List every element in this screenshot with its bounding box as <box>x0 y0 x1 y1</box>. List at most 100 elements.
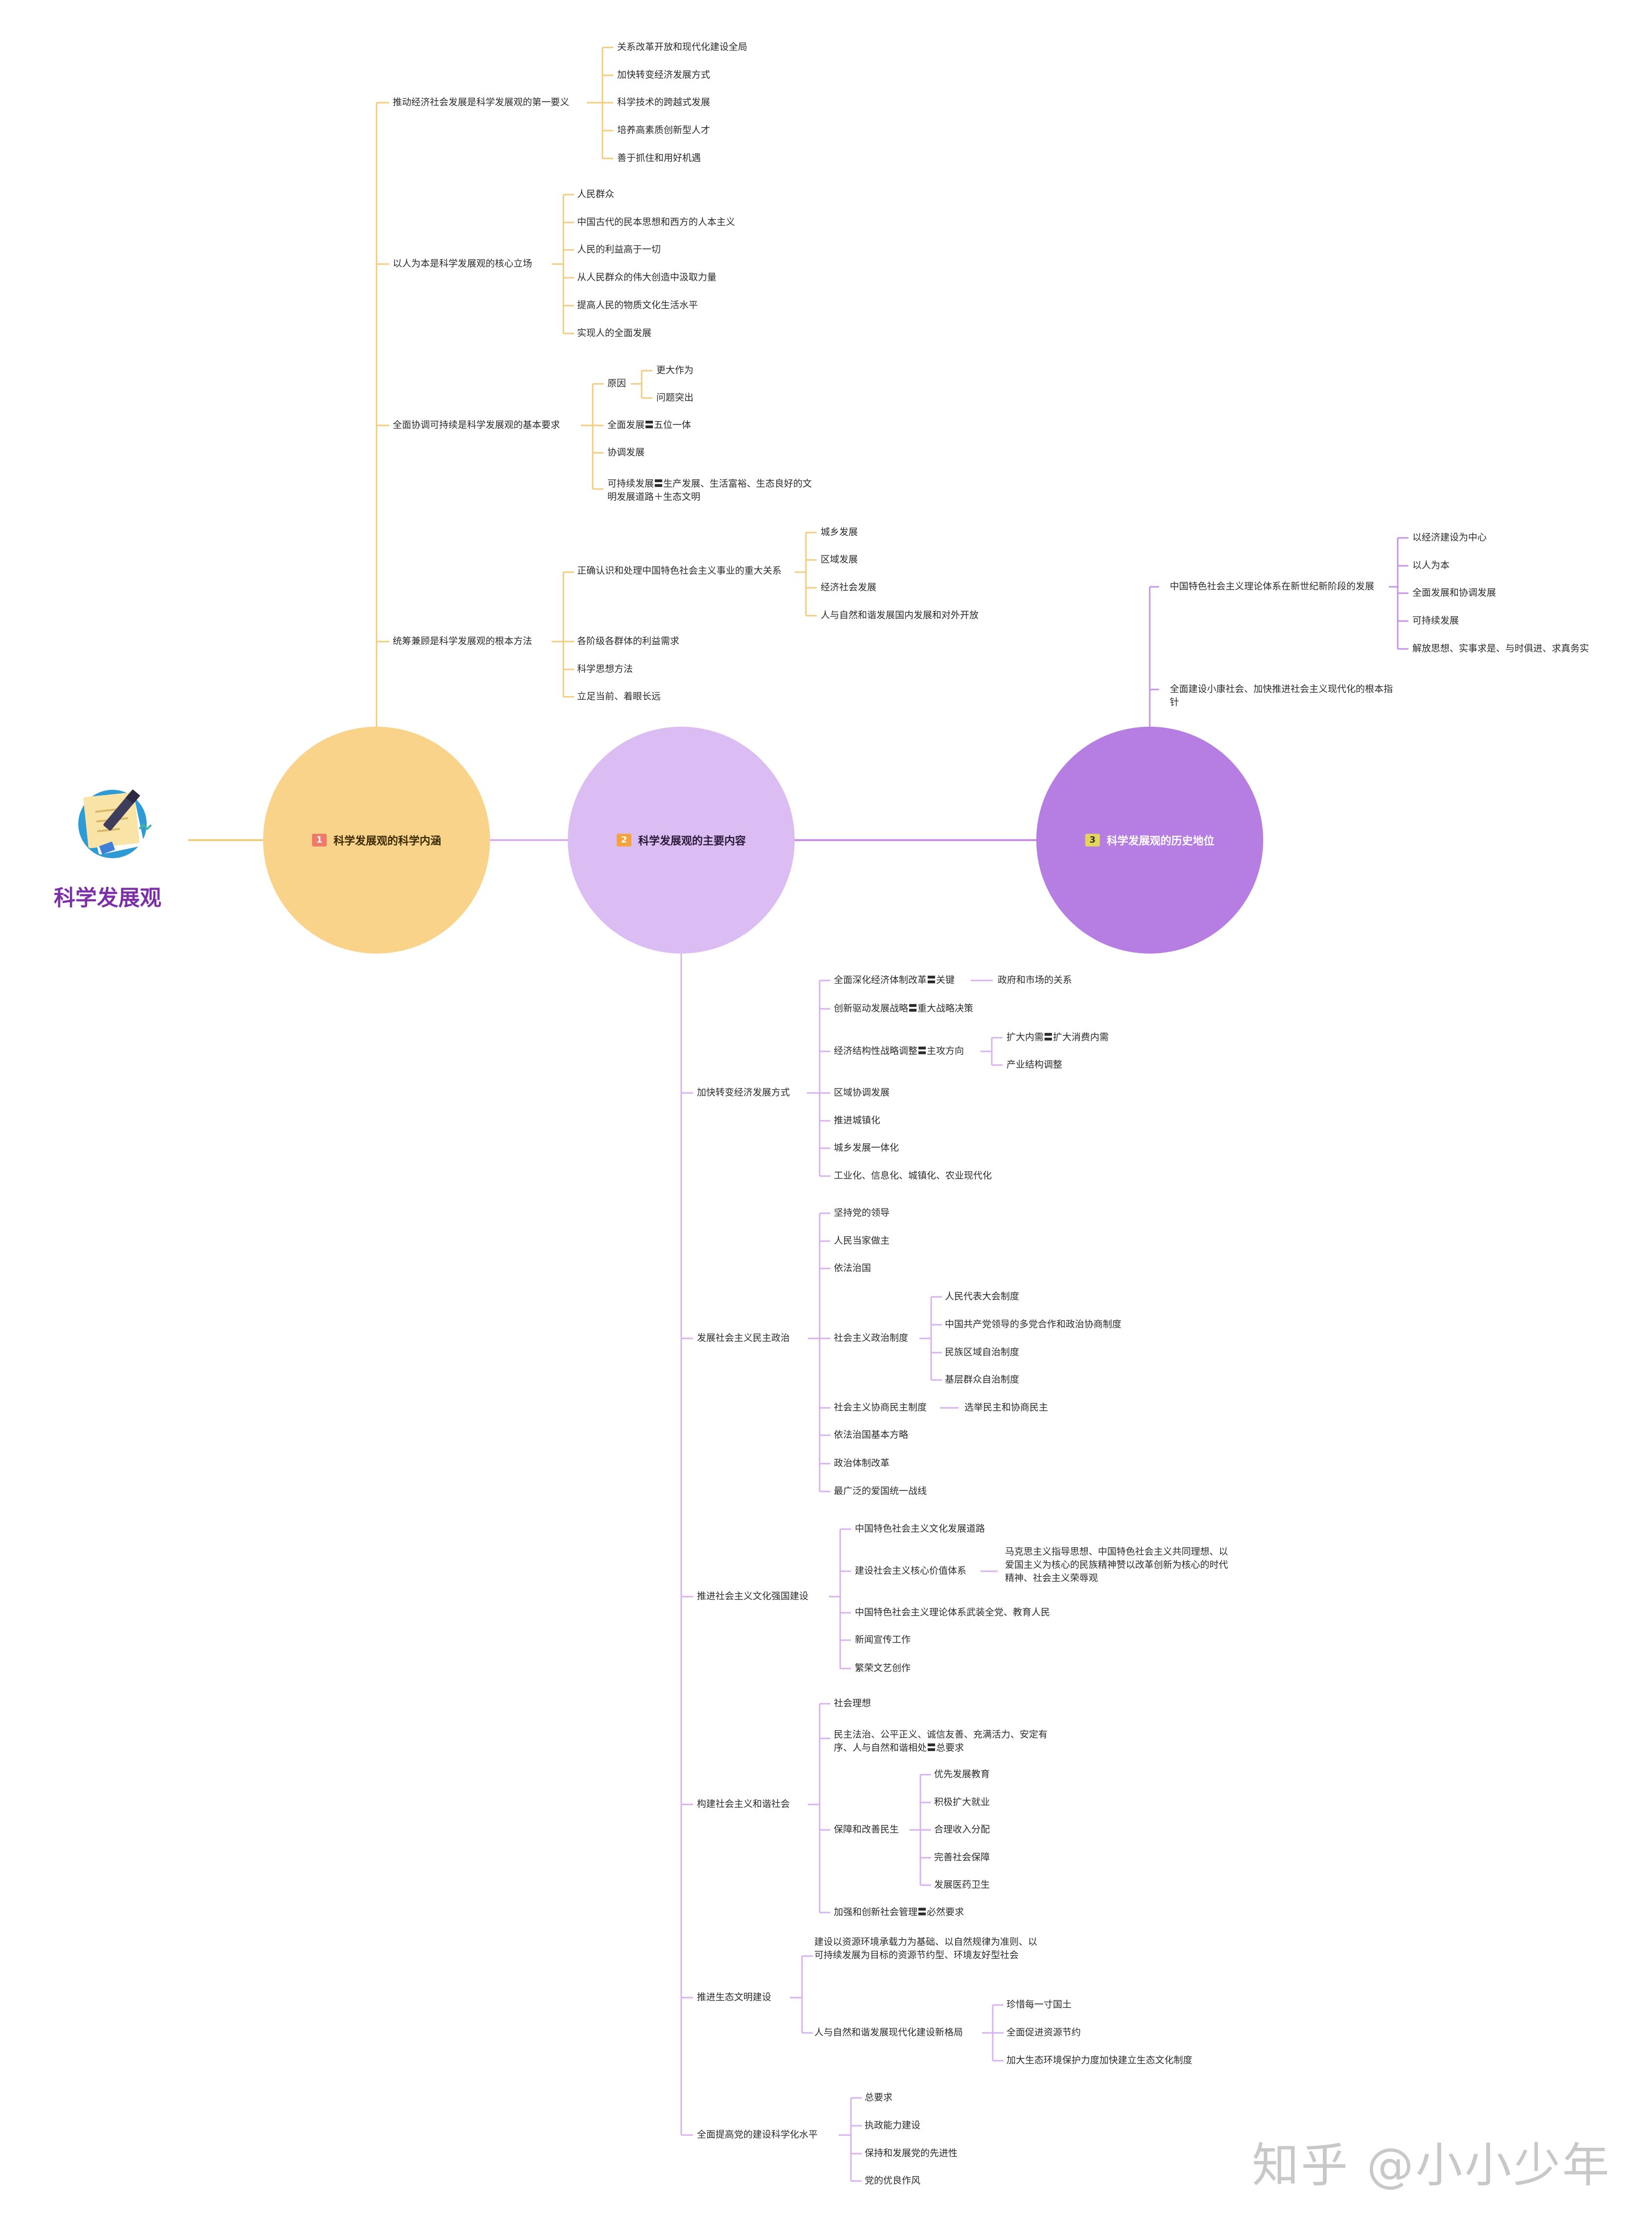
subtopic-node[interactable]: 繁荣文艺创作 <box>855 1663 911 1673</box>
detail-node[interactable]: 马克思主义指导思想、中国特色社会主义共同理想、以爱国主义为核心的民族精神赞以改革… <box>1005 1546 1228 1583</box>
subtopic-node[interactable]: 培养高素质创新型人才 <box>617 125 711 135</box>
subtopic-node[interactable]: 全面发展和协调发展 <box>1412 587 1496 598</box>
subtopic-node[interactable]: 可持续发展 <box>1412 615 1459 626</box>
branch-number-badge: 2 <box>616 834 631 846</box>
subtopic-node[interactable]: 依法治国基本方略 <box>834 1429 909 1440</box>
detail-node[interactable]: 经济社会发展 <box>821 582 877 593</box>
subtopic-node[interactable]: 工业化、信息化、城镇化、农业现代化 <box>834 1170 992 1181</box>
detail-node[interactable]: 城乡发展 <box>821 527 858 537</box>
detail-node[interactable]: 选举民主和协商民主 <box>964 1402 1049 1413</box>
topic-node[interactable]: 以人为本是科学发展观的核心立场 <box>393 258 533 269</box>
subtopic-node[interactable]: 建设以资源环境承载力为基础、以自然规律为准则、以可持续发展为目标的资源节约型、环… <box>814 1937 1038 1960</box>
topic-node[interactable]: 全面协调可持续是科学发展观的基本要求 <box>393 420 560 430</box>
subtopic-node[interactable]: 善于抓住和用好机遇 <box>617 153 701 163</box>
topic-node[interactable]: 构建社会主义和谐社会 <box>697 1799 790 1809</box>
subtopic-node[interactable]: 社会主义协商民主制度 <box>834 1402 927 1413</box>
subtopic-node[interactable]: 民主法治、公平正义、诚信友善、充满活力、安定有序、人与自然和谐相处〓总要求 <box>834 1729 1048 1753</box>
subtopic-node[interactable]: 新闻宣传工作 <box>855 1634 911 1645</box>
subtopic-node[interactable]: 提高人民的物质文化生活水平 <box>577 300 698 311</box>
subtopic-node[interactable]: 实现人的全面发展 <box>577 328 652 338</box>
subtopic-node[interactable]: 从人民群众的伟大创造中汲取力量 <box>577 272 717 283</box>
detail-node[interactable]: 人民代表大会制度 <box>945 1291 1020 1302</box>
branch-number-badge: 3 <box>1085 834 1100 846</box>
subtopic-node[interactable]: 加快转变经济发展方式 <box>617 69 711 80</box>
topic-node[interactable]: 中国特色社会主义理论体系在新世纪新阶段的发展 <box>1170 581 1375 592</box>
subtopic-node[interactable]: 区域协调发展 <box>834 1087 890 1098</box>
topic-node[interactable]: 推进生态文明建设 <box>697 1992 772 2003</box>
subtopic-node[interactable]: 城乡发展一体化 <box>834 1142 899 1153</box>
detail-node[interactable]: 积极扩大就业 <box>934 1797 990 1807</box>
subtopic-node[interactable]: 社会主义政治制度 <box>834 1333 909 1343</box>
subtopic-node[interactable]: 人民的利益高于一切 <box>577 244 661 255</box>
topic-node[interactable]: 推进社会主义文化强国建设 <box>697 1591 809 1602</box>
root-title: 科学发展观 <box>54 886 161 911</box>
subtopic-node[interactable]: 原因 <box>607 378 626 389</box>
subtopic-node[interactable]: 政治体制改革 <box>834 1458 890 1469</box>
detail-node[interactable]: 区域发展 <box>821 554 858 565</box>
subtopic-node[interactable]: 保持和发展党的先进性 <box>865 2148 958 2159</box>
subtopic-node[interactable]: 执政能力建设 <box>865 2120 921 2131</box>
branch-label: 科学发展观的科学内涵 <box>333 835 441 847</box>
subtopic-node[interactable]: 中国特色社会主义文化发展道路 <box>855 1523 985 1534</box>
subtopic-node[interactable]: 以经济建设为中心 <box>1412 532 1487 543</box>
detail-node[interactable]: 民族区域自治制度 <box>945 1347 1020 1358</box>
topic-node[interactable]: 全面建设小康社会、加快推进社会主义现代化的根本指针 <box>1170 684 1393 708</box>
detail-node[interactable]: 中国共产党领导的多党合作和政治协商制度 <box>945 1319 1122 1330</box>
subtopic-node[interactable]: 人与自然和谐发展现代化建设新格局 <box>814 2027 963 2038</box>
subtopic-node[interactable]: 创新驱动发展战略〓重大战略决策 <box>834 1003 974 1014</box>
detail-node[interactable]: 加大生态环境保护力度加快建立生态文化制度 <box>1006 2055 1193 2066</box>
subtopic-node[interactable]: 加强和创新社会管理〓必然要求 <box>834 1907 964 1917</box>
subtopic-node[interactable]: 正确认识和处理中国特色社会主义事业的重大关系 <box>577 565 782 576</box>
detail-node[interactable]: 发展医药卫生 <box>934 1879 990 1890</box>
subtopic-node[interactable]: 人民群众 <box>577 189 615 200</box>
subtopic-node[interactable]: 党的优良作风 <box>865 2175 921 2186</box>
watermark: 知乎 @小小少年 <box>1252 2138 1611 2193</box>
subtopic-node[interactable]: 全面发展〓五位一体 <box>607 420 692 430</box>
branch-label: 科学发展观的主要内容 <box>638 835 746 847</box>
branch-3-circle[interactable]: 3 科学发展观的历史地位 <box>1036 727 1263 954</box>
subtopic-node[interactable]: 以人为本 <box>1412 560 1450 571</box>
detail-node[interactable]: 优先发展教育 <box>934 1769 990 1780</box>
subtopic-node[interactable]: 各阶级各群体的利益需求 <box>577 636 680 646</box>
subtopic-node[interactable]: 解放思想、实事求是、与时俱进、求真务实 <box>1412 643 1589 654</box>
detail-node[interactable]: 问题突出 <box>656 392 694 403</box>
detail-node[interactable]: 珍惜每一寸国土 <box>1006 1999 1072 2010</box>
subtopic-node[interactable]: 总要求 <box>865 2092 893 2103</box>
subtopic-node[interactable]: 可持续发展〓生产发展、生活富裕、生态良好的文明发展道路＋生态文明 <box>607 478 812 502</box>
topic-node[interactable]: 全面提高党的建设科学化水平 <box>697 2129 818 2140</box>
subtopic-node[interactable]: 中国古代的民本思想和西方的人本主义 <box>577 217 736 227</box>
subtopic-node[interactable]: 科学技术的跨越式发展 <box>617 97 711 108</box>
branch-2-circle[interactable]: 2 科学发展观的主要内容 <box>568 727 795 954</box>
topic-node[interactable]: 发展社会主义民主政治 <box>697 1333 790 1343</box>
subtopic-node[interactable]: 坚持党的领导 <box>834 1207 890 1218</box>
subtopic-node[interactable]: 建设社会主义核心价值体系 <box>855 1565 967 1576</box>
subtopic-node[interactable]: 科学思想方法 <box>577 664 633 674</box>
topic-node[interactable]: 推动经济社会发展是科学发展观的第一要义 <box>393 97 570 108</box>
detail-node[interactable]: 更大作为 <box>656 365 694 376</box>
notes-pencil-icon <box>66 770 164 870</box>
subtopic-node[interactable]: 全面深化经济体制改革〓关键 <box>834 975 955 985</box>
subtopic-node[interactable]: 关系改革开放和现代化建设全局 <box>617 42 748 52</box>
detail-node[interactable]: 人与自然和谐发展国内发展和对外开放 <box>821 610 979 621</box>
subtopic-node[interactable]: 立足当前、着眼长远 <box>577 691 661 702</box>
detail-node[interactable]: 全面促进资源节约 <box>1006 2027 1081 2038</box>
detail-node[interactable]: 政府和市场的关系 <box>998 975 1072 985</box>
subtopic-node[interactable]: 最广泛的爱国统一战线 <box>834 1486 927 1496</box>
detail-node[interactable]: 产业结构调整 <box>1006 1059 1063 1070</box>
detail-node[interactable]: 基层群众自治制度 <box>945 1374 1020 1385</box>
subtopic-node[interactable]: 保障和改善民生 <box>834 1824 899 1835</box>
subtopic-node[interactable]: 协调发展 <box>607 447 645 458</box>
subtopic-node[interactable]: 依法治国 <box>834 1263 871 1273</box>
topic-node[interactable]: 加快转变经济发展方式 <box>697 1087 790 1098</box>
topic-node[interactable]: 统筹兼顾是科学发展观的根本方法 <box>393 636 533 646</box>
detail-node[interactable]: 扩大内需〓扩大消费内需 <box>1006 1032 1109 1043</box>
detail-node[interactable]: 合理收入分配 <box>934 1824 990 1835</box>
subtopic-node[interactable]: 社会理想 <box>834 1698 871 1709</box>
subtopic-node[interactable]: 经济结构性战略调整〓主攻方向 <box>834 1046 964 1056</box>
subtopic-node[interactable]: 中国特色社会主义理论体系武装全党、教育人民 <box>855 1607 1050 1618</box>
subtopic-node[interactable]: 人民当家做主 <box>834 1235 890 1246</box>
detail-node[interactable]: 完善社会保障 <box>934 1852 990 1863</box>
subtopic-node[interactable]: 推进城镇化 <box>834 1115 881 1126</box>
branch-label: 科学发展观的历史地位 <box>1106 835 1214 847</box>
